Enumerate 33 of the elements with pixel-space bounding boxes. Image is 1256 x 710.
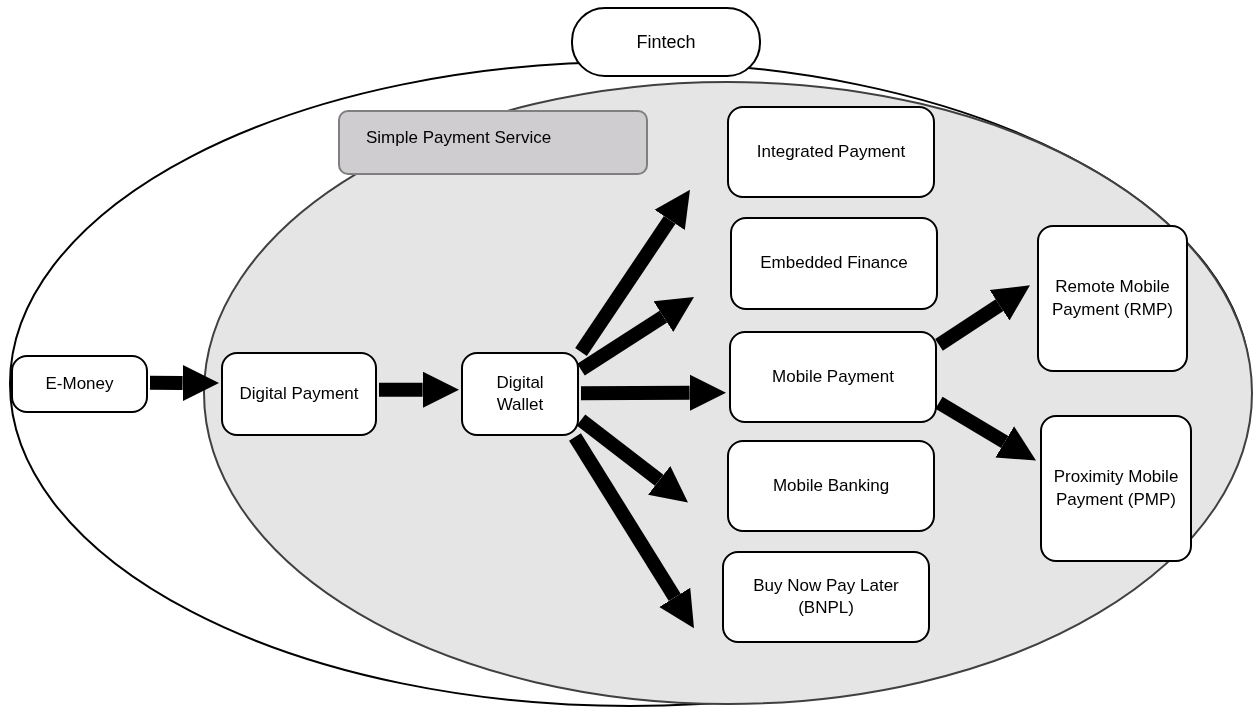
process-box	[221, 352, 377, 436]
process-box	[11, 355, 148, 413]
process-box	[722, 551, 930, 643]
box-label: Embedded Finance	[760, 252, 908, 275]
region-label: Simple Payment Service	[338, 110, 648, 175]
region-label: Fintech	[571, 7, 761, 77]
arrow	[577, 297, 694, 376]
arrow	[935, 285, 1030, 351]
arrow	[575, 189, 690, 356]
process-box	[729, 331, 937, 423]
arrow	[935, 396, 1036, 461]
arrow	[379, 371, 459, 408]
arrow	[569, 433, 694, 629]
box-label: Buy Now Pay Later (BNPL)	[752, 574, 900, 619]
box-label: Proximity Mobile Payment (PMP)	[1052, 466, 1180, 511]
box-label: Mobile Banking	[772, 474, 890, 497]
ellipse-region	[8, 7, 1252, 709]
process-box	[730, 217, 938, 310]
box-label: Remote Mobile Payment (RMP)	[1051, 276, 1174, 321]
process-box	[727, 106, 935, 198]
box-label: Digital Payment	[239, 382, 359, 405]
process-box	[1037, 225, 1188, 372]
process-box	[461, 352, 579, 436]
box-label: Mobile Payment	[772, 365, 894, 388]
box-label: E-Money	[45, 372, 114, 395]
box-label: Integrated Payment	[756, 140, 906, 163]
arrow	[149, 364, 219, 402]
arrow	[580, 374, 726, 411]
process-box	[727, 440, 935, 532]
process-box	[1040, 415, 1192, 562]
ellipse-region	[203, 82, 1253, 705]
box-label: Digital Wallet	[495, 371, 545, 416]
arrow	[576, 414, 688, 503]
